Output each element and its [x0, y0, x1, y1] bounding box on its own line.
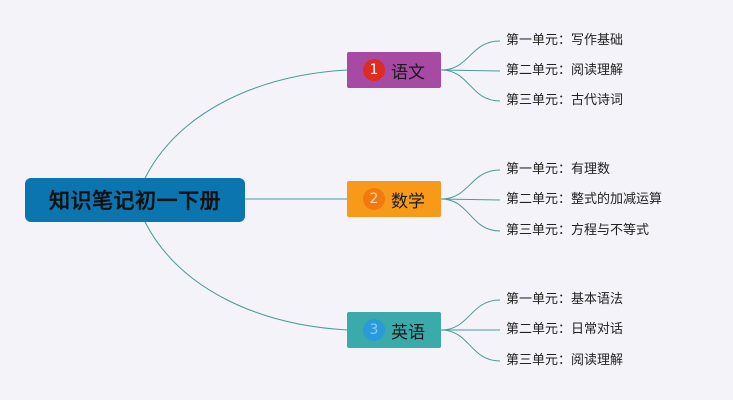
leaf-node-3-2[interactable]: 第二单元：日常对话 — [506, 322, 624, 337]
branch-2-leaf-2-connector — [440, 198, 501, 201]
branch-node-1[interactable]: 1 语文 — [347, 52, 441, 88]
number-badge-2: 2 — [363, 188, 385, 210]
branch-2-leaf-1-connector — [440, 169, 501, 200]
leaf-node-1-3[interactable]: 第三单元：古代诗词 — [506, 93, 624, 108]
root-node[interactable]: 知识笔记初一下册 — [25, 178, 245, 222]
branch-node-2[interactable]: 2 数学 — [347, 181, 441, 217]
branch-1-leaf-3-connector — [440, 69, 501, 102]
root-to-branch-3-connector — [144, 221, 348, 331]
number-badge-1: 1 — [363, 59, 385, 81]
branch-2-leaf-3-connector — [440, 198, 501, 232]
leaf-node-3-1[interactable]: 第一单元：基本语法 — [506, 292, 624, 307]
leaf-node-3-3[interactable]: 第三单元：阅读理解 — [506, 353, 624, 368]
leaf-node-2-3[interactable]: 第三单元：方程与不等式 — [506, 223, 650, 238]
number-badge-3: 3 — [363, 319, 385, 341]
branch-1-leaf-2-connector — [440, 69, 501, 72]
leaf-node-2-2[interactable]: 第二单元：整式的加减运算 — [506, 192, 663, 207]
leaf-node-1-1[interactable]: 第一单元：写作基础 — [506, 33, 624, 48]
branch-node-3[interactable]: 3 英语 — [347, 312, 441, 348]
branch-label-1: 语文 — [391, 62, 425, 83]
branch-label-3: 英语 — [391, 322, 425, 343]
branch-3-leaf-3-connector — [440, 329, 501, 362]
root-title: 知识笔记初一下册 — [49, 189, 221, 213]
branch-3-leaf-1-connector — [440, 299, 501, 331]
branch-1-leaf-1-connector — [440, 40, 501, 71]
leaf-node-1-2[interactable]: 第二单元：阅读理解 — [506, 63, 624, 78]
leaf-node-2-1[interactable]: 第一单元：有理数 — [506, 162, 611, 177]
branch-label-2: 数学 — [391, 191, 425, 212]
root-to-branch-1-connector — [144, 69, 348, 179]
